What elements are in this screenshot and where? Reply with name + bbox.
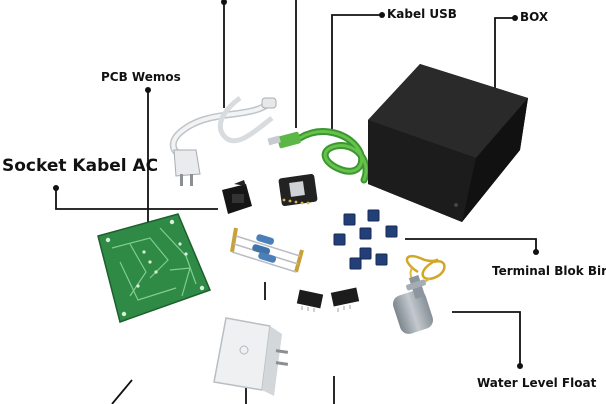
wemos-module-illustration <box>278 174 318 207</box>
leader-line-kabel-usb <box>332 15 382 130</box>
label-socket-kabel-ac: Socket Kabel AC <box>2 156 158 176</box>
terminal-blocks-illustration <box>334 210 397 269</box>
ic-chips-illustration <box>297 287 359 312</box>
pcb-illustration <box>98 214 210 322</box>
label-pcb-wemos: PCB Wemos <box>101 70 181 84</box>
leader-line-water-level-float <box>452 312 520 366</box>
power-cable-illustration <box>173 98 276 186</box>
label-water-level-float: Water Level Float <box>477 376 596 390</box>
usb-cable-illustration <box>267 131 366 180</box>
ac-socket-illustration <box>222 180 252 214</box>
box-illustration <box>368 64 528 222</box>
water-level-float-illustration <box>391 256 445 336</box>
resistors-illustration <box>232 228 302 272</box>
label-kabel-usb: Kabel USB <box>387 7 457 21</box>
label-box: BOX <box>520 10 548 24</box>
usb-adapter-illustration <box>214 318 288 396</box>
leader-line-terminal-blok-biru <box>405 239 536 252</box>
leader-line-bottom-left <box>112 380 132 404</box>
label-terminal-blok-biru: Terminal Blok Biru <box>492 264 606 278</box>
leader-line-socket-kabel-ac <box>56 188 218 209</box>
